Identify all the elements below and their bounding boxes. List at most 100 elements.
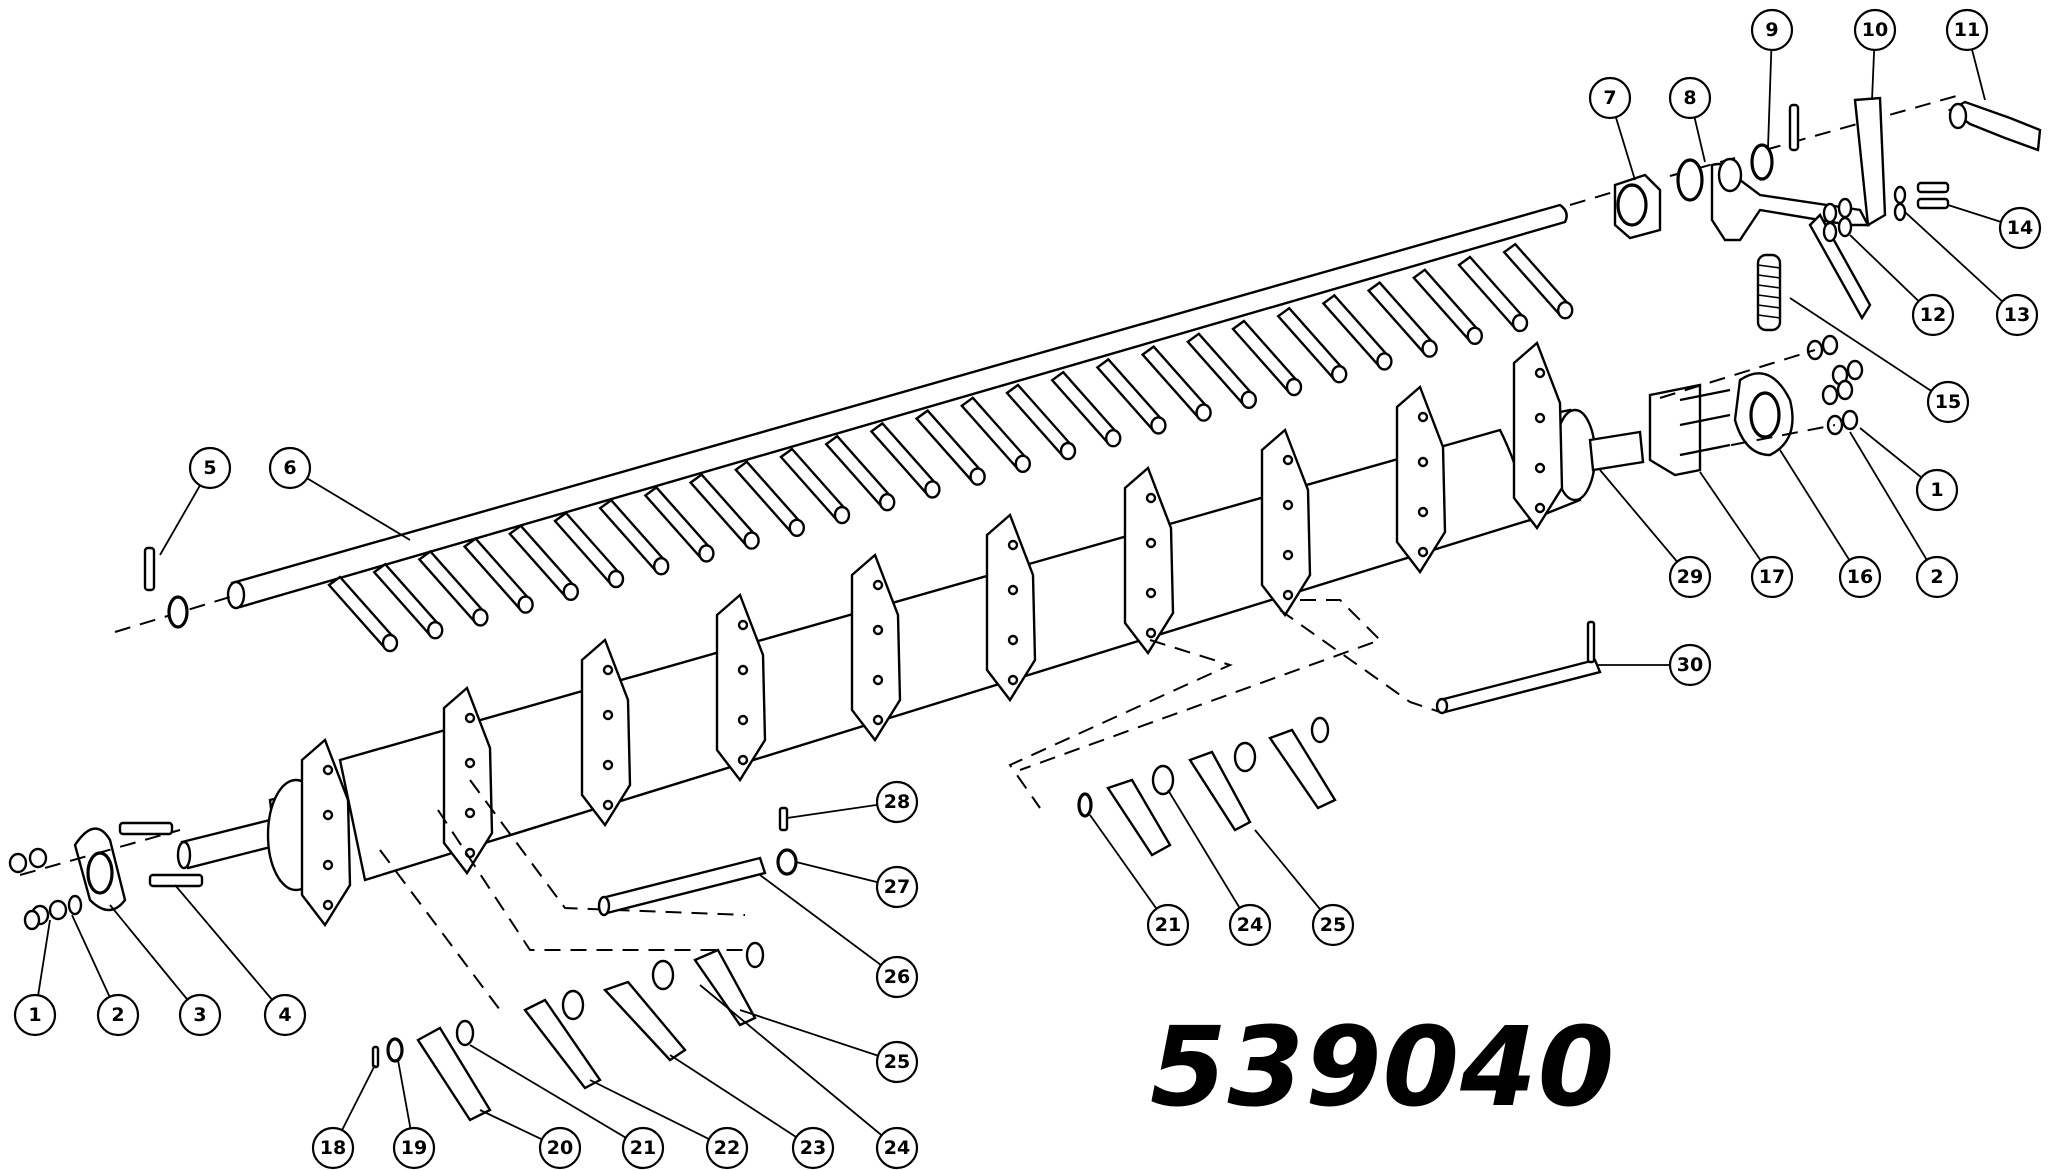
tine	[1502, 242, 1574, 320]
callout-1: 1	[1859, 427, 1959, 512]
tine	[1186, 332, 1258, 409]
callout-28: 28	[786, 780, 919, 824]
drum-flange	[1395, 384, 1447, 575]
callout-30: 30	[1598, 643, 1712, 687]
svg-text:15: 15	[1935, 391, 1961, 413]
callout-1: 1	[13, 919, 57, 1037]
drum-flange	[300, 737, 352, 928]
callout-4: 4	[174, 884, 307, 1037]
callout-17: 17	[1699, 471, 1794, 599]
svg-text:12: 12	[1920, 304, 1946, 326]
tine	[1457, 255, 1529, 333]
callout-7: 7	[1588, 76, 1636, 181]
svg-text:10: 10	[1862, 19, 1888, 41]
tine	[508, 524, 579, 601]
svg-text:13: 13	[2004, 304, 2030, 326]
tine	[824, 434, 896, 512]
svg-text:4: 4	[278, 1004, 291, 1026]
arm-set-lower-right	[1077, 716, 1337, 857]
drum-flange	[1123, 465, 1175, 656]
callout-27: 27	[795, 861, 919, 909]
tine	[1050, 370, 1122, 448]
svg-text:3: 3	[193, 1004, 206, 1026]
svg-text:28: 28	[884, 791, 910, 813]
tine	[1005, 383, 1077, 461]
tine-bar	[226, 203, 1574, 653]
svg-text:9: 9	[1765, 19, 1778, 41]
svg-text:14: 14	[2007, 217, 2033, 239]
tine	[553, 511, 625, 589]
callout-23: 23	[669, 1054, 835, 1170]
tine	[598, 498, 670, 576]
drum-flange	[1260, 427, 1312, 618]
callout-2: 2	[1849, 431, 1959, 599]
left-drum-end-parts	[8, 821, 204, 931]
svg-text:27: 27	[884, 876, 910, 898]
tine	[643, 485, 715, 563]
callout-11: 11	[1945, 8, 1989, 101]
callout-24: 24	[699, 984, 919, 1170]
drum-flange	[850, 552, 902, 743]
svg-text:21: 21	[630, 1137, 656, 1159]
svg-text:23: 23	[800, 1137, 826, 1159]
svg-text:16: 16	[1847, 566, 1873, 588]
drum-flange	[1512, 340, 1564, 531]
svg-text:21: 21	[1155, 914, 1181, 936]
drum-flange	[580, 637, 632, 828]
tine	[869, 421, 941, 499]
svg-text:18: 18	[320, 1137, 346, 1159]
svg-text:19: 19	[401, 1137, 427, 1159]
tine	[688, 472, 760, 550]
svg-text:5: 5	[203, 457, 216, 479]
svg-text:2: 2	[1930, 566, 1943, 588]
tine	[372, 562, 444, 640]
drawing-number: 539040	[1150, 1003, 1616, 1131]
callout-29: 29	[1599, 469, 1712, 599]
callout-21: 21	[469, 1044, 665, 1170]
callout-8: 8	[1668, 76, 1712, 163]
tine	[1140, 344, 1212, 422]
tine	[914, 408, 986, 486]
svg-text:30: 30	[1677, 654, 1703, 676]
svg-text:25: 25	[884, 1051, 910, 1073]
svg-text:11: 11	[1954, 19, 1980, 41]
callout-19: 19	[392, 1059, 436, 1170]
pivot-pin-parts	[597, 806, 798, 917]
svg-text:2: 2	[111, 1004, 124, 1026]
tine	[779, 447, 851, 525]
svg-text:24: 24	[1237, 914, 1263, 936]
callout-20: 20	[479, 1109, 582, 1170]
svg-text:26: 26	[884, 966, 910, 988]
svg-text:6: 6	[283, 457, 296, 479]
tine	[1231, 319, 1303, 397]
arm-set-lower-left	[371, 941, 765, 1122]
callout-14: 14	[1947, 204, 2042, 250]
tine	[960, 396, 1031, 473]
callout-6: 6	[268, 446, 411, 541]
svg-text:22: 22	[714, 1137, 740, 1159]
callout-9: 9	[1750, 8, 1794, 149]
tine	[417, 549, 489, 627]
callout-3: 3	[109, 904, 222, 1037]
svg-text:8: 8	[1683, 87, 1696, 109]
tine	[1095, 357, 1167, 435]
upper-right-parts	[1613, 96, 2042, 332]
callout-21: 21	[1089, 814, 1190, 947]
callout-12: 12	[1849, 234, 1955, 337]
tine	[1321, 293, 1393, 371]
callout-13: 13	[1904, 211, 2039, 337]
svg-text:24: 24	[884, 1137, 910, 1159]
callout-26: 26	[759, 874, 919, 999]
tine	[1366, 280, 1438, 358]
right-drum-end-parts	[1648, 334, 1864, 477]
tine	[462, 536, 534, 614]
svg-text:7: 7	[1603, 87, 1616, 109]
callout-18: 18	[311, 1064, 376, 1170]
callout-15: 15	[1789, 297, 1970, 424]
drum-flange	[985, 512, 1037, 703]
callout-16: 16	[1779, 449, 1882, 599]
svg-text:29: 29	[1677, 566, 1703, 588]
callout-22: 22	[589, 1079, 749, 1170]
callout-24: 24	[1167, 789, 1272, 947]
